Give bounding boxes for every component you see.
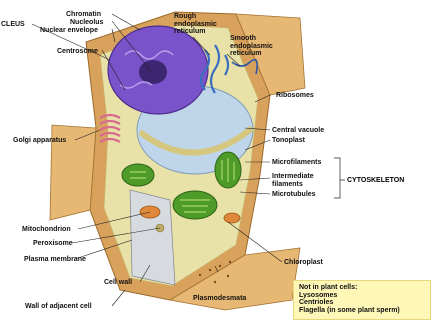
label-centrosome: Centrosome: [57, 48, 98, 56]
label-ribosomes: Ribosomes: [276, 92, 314, 100]
label-nucleolus: Nucleolus: [70, 19, 103, 27]
label-microfilaments: Microfilaments: [272, 159, 321, 167]
label-rough-er: Rough endoplasmic reticulum: [174, 13, 217, 36]
label-chromatin: Chromatin: [66, 11, 101, 19]
label-smooth-er-line: endoplasmic: [230, 43, 273, 50]
note-item: Centrioles: [299, 299, 425, 307]
label-nuclear-envelope: Nuclear envelope: [40, 27, 98, 35]
label-peroxisome: Peroxisome: [33, 240, 73, 248]
label-chloroplast: Chloroplast: [284, 259, 323, 267]
label-smooth-er: Smooth endoplasmic reticulum: [230, 35, 273, 58]
label-nucleus: CLEUS: [1, 21, 25, 29]
label-golgi-apparatus: Golgi apparatus: [13, 137, 66, 145]
note-title: Not in plant cells:: [299, 284, 425, 292]
label-rough-er-line: reticulum: [174, 28, 206, 35]
not-in-plant-cells-note: Not in plant cells: Lysosomes Centrioles…: [293, 280, 431, 320]
label-smooth-er-line: reticulum: [230, 50, 262, 57]
label-wall-of-adjacent-cell: Wall of adjacent cell: [25, 303, 92, 311]
cytoskeleton-bracket: [334, 158, 345, 198]
label-intermediate-line: filaments: [272, 181, 303, 188]
label-central-vacuole: Central vacuole: [272, 127, 324, 135]
label-plasmodesmata: Plasmodesmata: [193, 295, 246, 303]
label-rough-er-line: endoplasmic: [174, 21, 217, 28]
label-cytoskeleton: CYTOSKELETON: [347, 177, 404, 184]
label-cell-wall: Cell wall: [104, 279, 132, 287]
chloroplast: [122, 164, 154, 186]
label-tonoplast: Tonoplast: [272, 137, 305, 145]
plasma-membrane-cutaway: [130, 190, 175, 285]
label-plasma-membrane: Plasma membrane: [24, 256, 86, 264]
label-intermediate-filaments: Intermediate filaments: [272, 173, 314, 188]
nucleolus: [139, 60, 167, 84]
label-rough-er-line: Rough: [174, 13, 196, 20]
label-intermediate-line: Intermediate: [272, 173, 314, 180]
label-microtubules: Microtubules: [272, 191, 316, 199]
mitochondrion: [224, 213, 240, 223]
note-item: Flagella (in some plant sperm): [299, 307, 425, 315]
chloroplast: [173, 191, 217, 219]
label-mitochondrion: Mitochondrion: [22, 226, 71, 234]
note-item: Lysosomes: [299, 292, 425, 300]
label-smooth-er-line: Smooth: [230, 35, 256, 42]
